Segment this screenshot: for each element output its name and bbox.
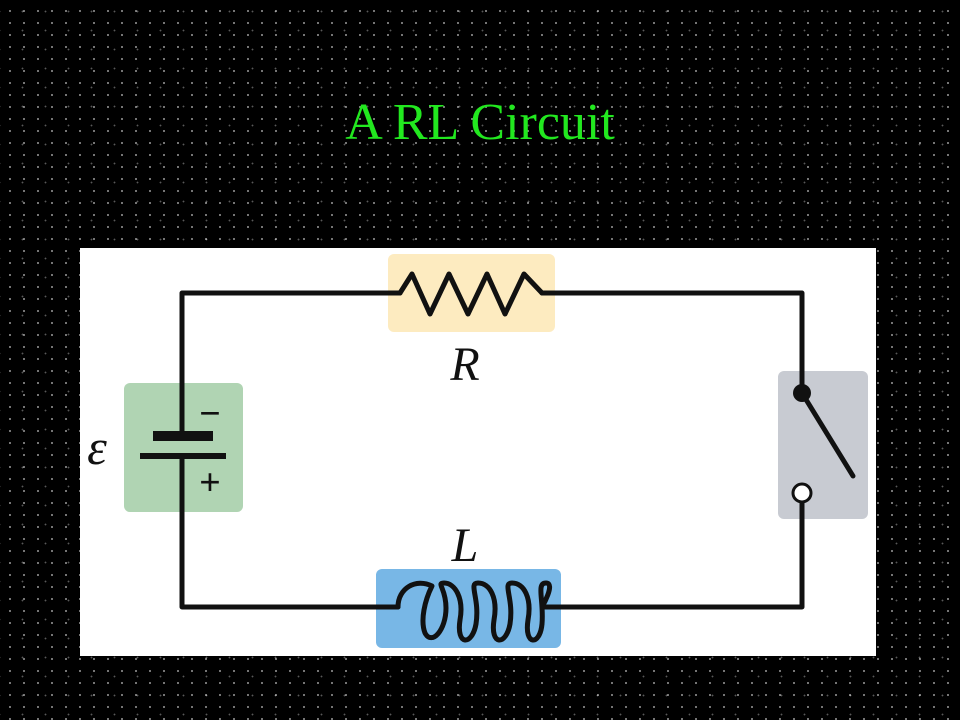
inductor-label: L xyxy=(451,519,479,572)
switch-box xyxy=(778,371,868,519)
switch-arm xyxy=(799,390,856,479)
resistor-label: R xyxy=(449,338,479,391)
top-wire xyxy=(179,290,403,438)
battery-wire-lower xyxy=(179,459,185,487)
emf-label: ε xyxy=(87,419,107,475)
resistor-box xyxy=(388,254,555,332)
circuit-svg: R L − + ε xyxy=(87,254,868,648)
resistor-zigzag xyxy=(397,271,545,317)
bottom-wire-right xyxy=(539,498,805,610)
circuit-diagram: R L − + ε xyxy=(80,248,876,656)
wire-group xyxy=(179,271,856,643)
slide-title: A RL Circuit xyxy=(345,94,615,151)
inductor-coil xyxy=(395,580,553,643)
top-wire-right xyxy=(539,290,805,396)
switch-contact xyxy=(791,482,813,504)
battery-negative-sign: − xyxy=(199,393,221,435)
battery-wire-gap-cover xyxy=(179,441,185,453)
switch-pivot xyxy=(793,384,811,402)
bottom-wire-left xyxy=(179,483,401,610)
battery-negative-plate xyxy=(153,431,213,441)
battery-positive-plate xyxy=(140,453,226,459)
battery-positive-sign: + xyxy=(199,462,221,504)
